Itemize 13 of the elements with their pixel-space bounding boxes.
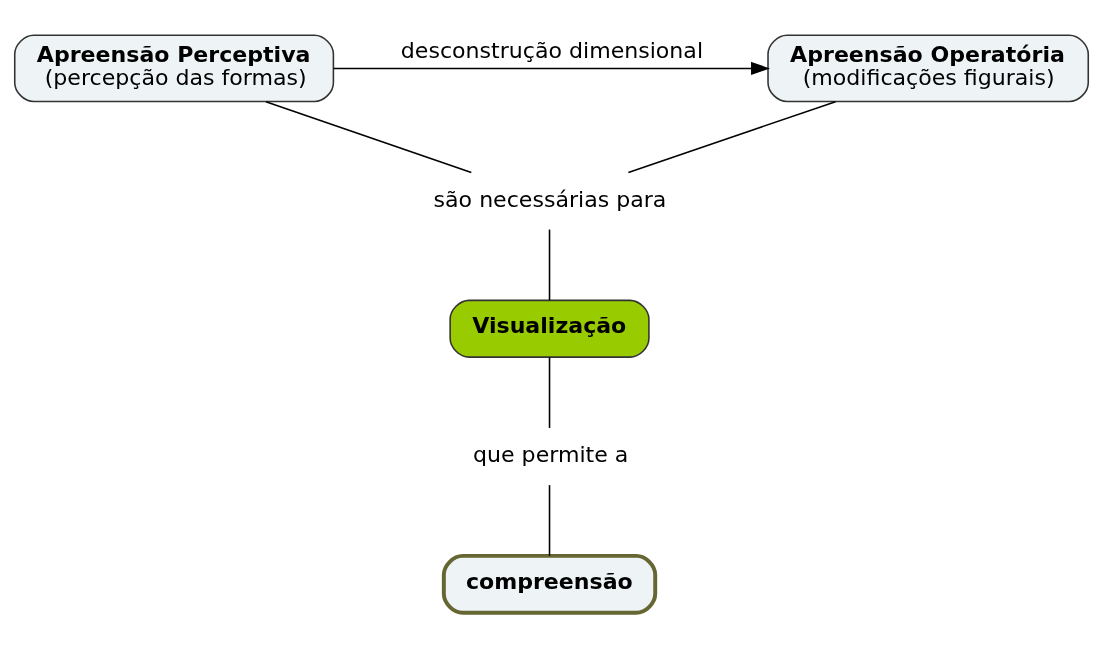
edge-label: desconstrução dimensional xyxy=(400,37,704,63)
connector xyxy=(548,356,551,429)
node-box: Apreensão Operatória (modificações figurais) xyxy=(767,34,1090,102)
connector xyxy=(265,100,473,173)
connector xyxy=(548,228,551,301)
connector xyxy=(548,483,551,556)
node-box: Apreensão Perceptiva (percepção das formas) xyxy=(13,34,335,102)
connector xyxy=(627,100,837,173)
node-text: são necessárias para xyxy=(433,186,667,212)
arrow xyxy=(332,61,770,75)
node-box: Visualização xyxy=(449,299,650,358)
node-text: que permite a xyxy=(473,441,629,467)
node-box: compreensão xyxy=(441,553,658,615)
